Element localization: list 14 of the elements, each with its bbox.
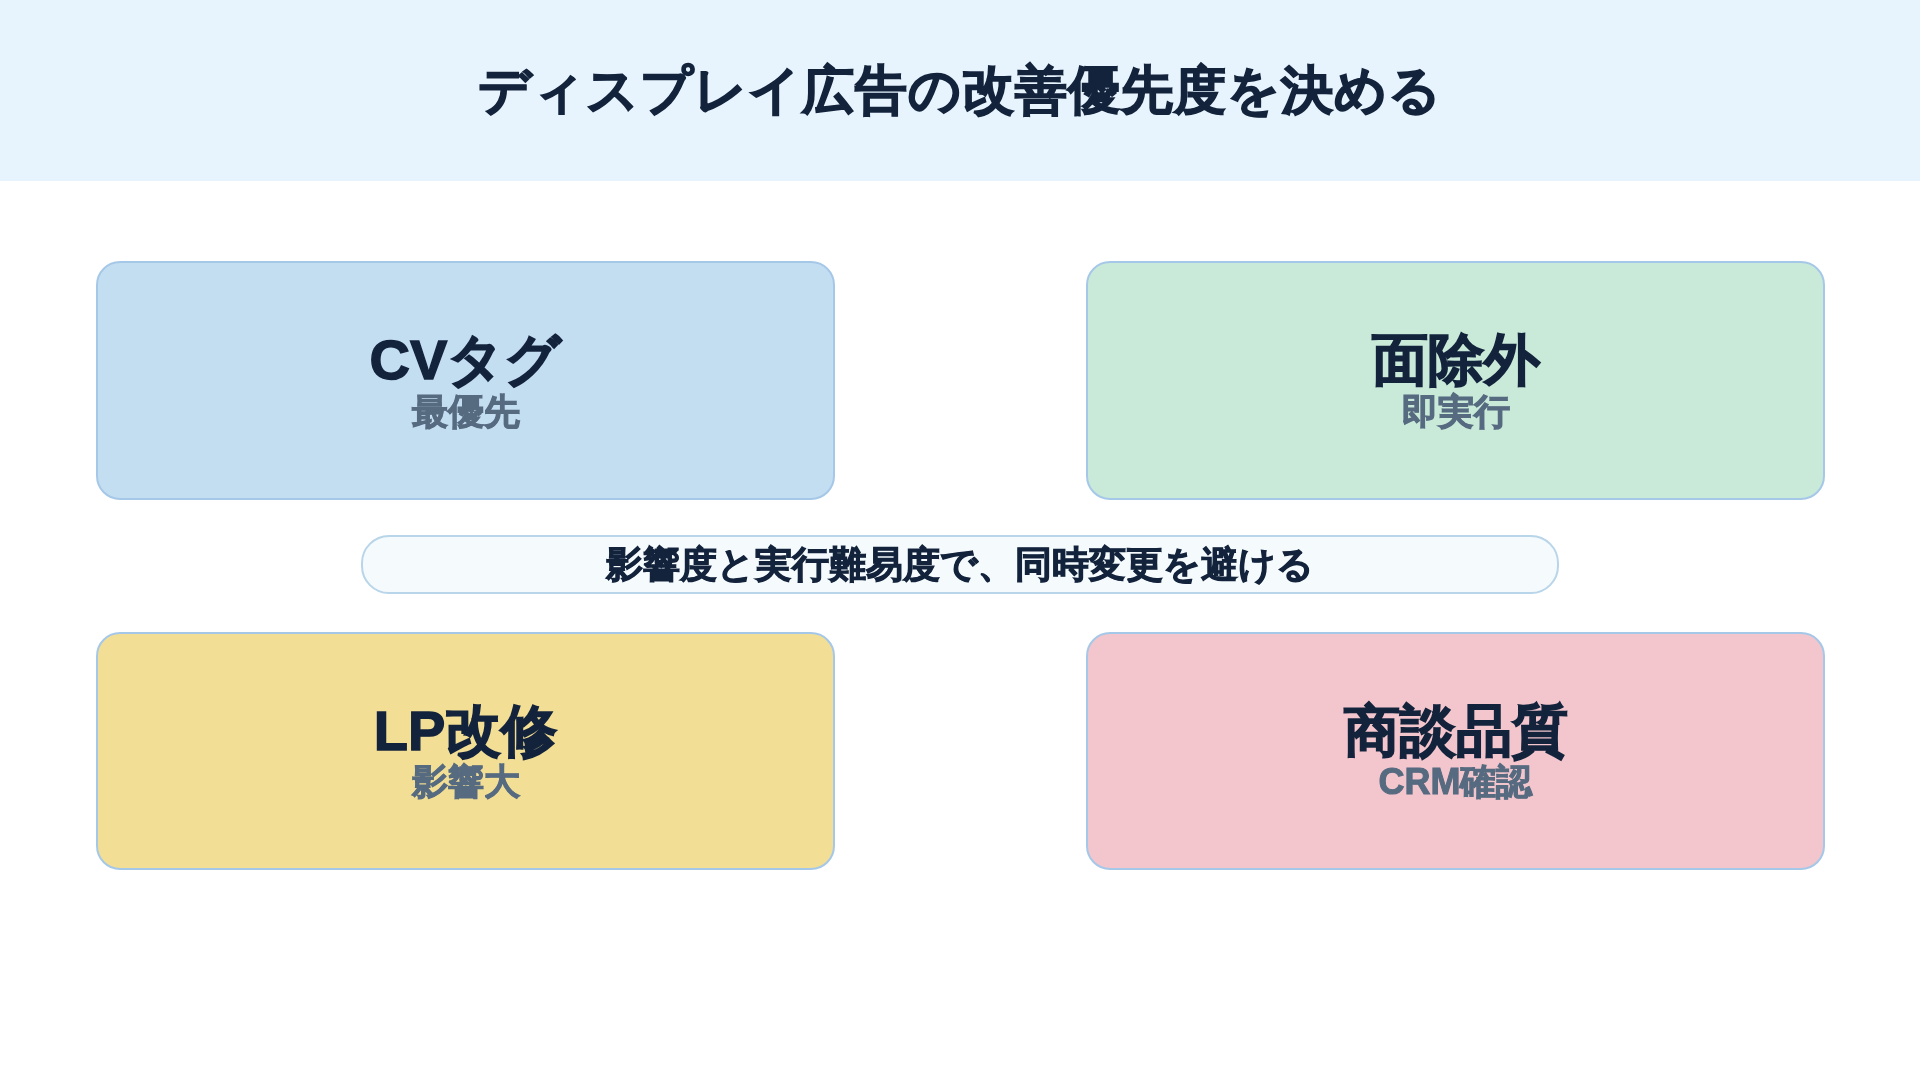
- title: ディスプレイ広告の改善優先度を決める: [478, 61, 1442, 121]
- category-card: [1086, 632, 1825, 870]
- card-subtitle: CRM確認: [1378, 761, 1533, 803]
- category-card: [96, 632, 835, 870]
- card-heading: 面除外: [1371, 329, 1540, 391]
- category-card: [96, 261, 835, 500]
- card-subtitle: 最優先: [411, 390, 520, 432]
- card-subtitle: 即実行: [1401, 390, 1510, 432]
- note-pill: 影響度と実行難易度で、同時変更を避ける: [361, 535, 1559, 594]
- card-heading: 商談品質: [1343, 699, 1568, 762]
- card-heading: CVタグ: [369, 329, 562, 391]
- card-heading: LP改修: [373, 699, 558, 762]
- card-subtitle: 影響大: [411, 761, 520, 803]
- category-card: [1086, 261, 1825, 500]
